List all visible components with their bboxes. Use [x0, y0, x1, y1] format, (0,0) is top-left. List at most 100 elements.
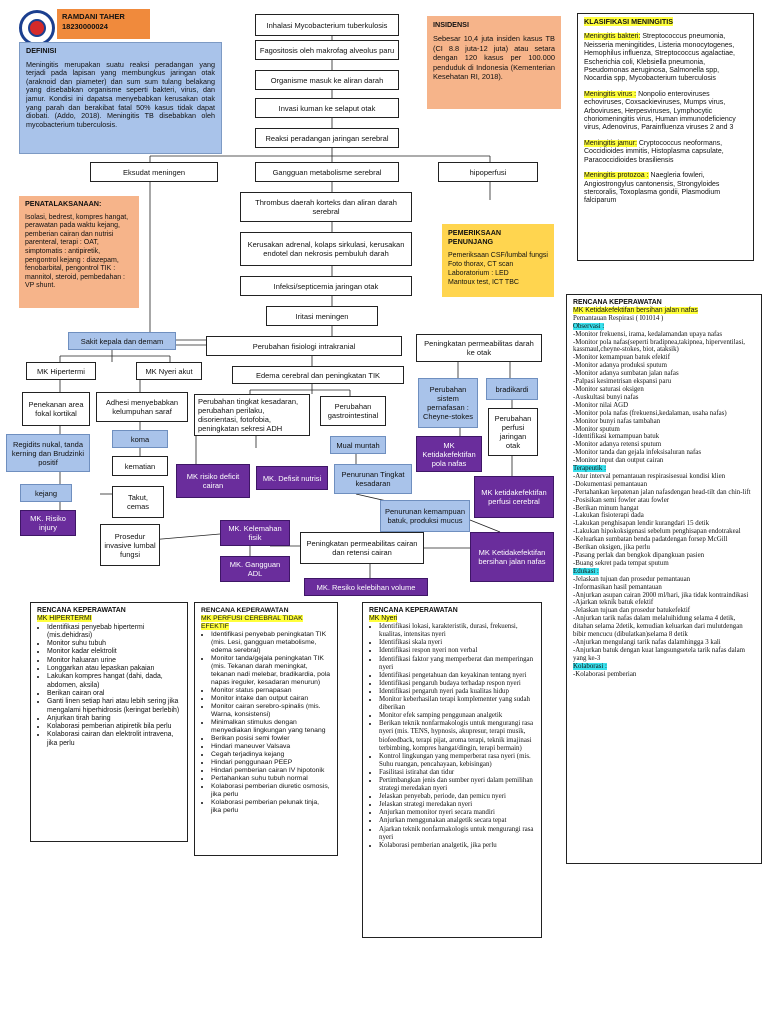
care-plan-item: -Dokumentasi pemantauan	[573, 480, 648, 488]
care-plan-item: -Monitor frekuensi, irama, kedalamandan …	[573, 330, 723, 338]
care-plan-item: Monitor keberhasilan terapi komplementer…	[379, 696, 535, 712]
flow-node-mk-defisit-nutrisi: MK. Defisit nutrisi	[256, 466, 328, 490]
care-plan-item: Monitor suhu tubuh	[47, 640, 181, 648]
care-plan-item: -Monitor nilai AGD	[573, 401, 629, 409]
flow-node-mk-hipertermi: MK Hipertermi	[26, 362, 96, 380]
flow-node-gastro: Perubahan gastrointestinal	[320, 396, 386, 426]
incidence-title: INSIDENSI	[433, 20, 469, 29]
care-plan-item: Minimalkan stimulus dengan menyediakan l…	[211, 719, 331, 735]
care-plan-item: Identifikasi penyebab hipertermi (mis.de…	[47, 624, 181, 641]
supporting-exam-title: PEMERIKSAAN PENUNJANG	[448, 228, 502, 246]
flow-node-mk-risiko-defisit-cairan: MK risiko deficit cairan	[176, 464, 250, 498]
flow-node-iritasi: Iritasi meningen	[266, 306, 378, 326]
flow-node-sakit-kepala: Sakit kepala dan demam	[68, 332, 176, 350]
classification-text: Nonpolio enteroviruses echoviruses, Coxs…	[584, 90, 736, 132]
care-plan-item: -Berikan oksigen, jika perlu	[573, 544, 650, 552]
flow-node-penurunan-batuk: Penurunan kemampuan batuk, produksi mucu…	[380, 500, 470, 532]
university-seal-icon	[19, 10, 55, 46]
care-plan-item: Berikan posisi semi fowler	[211, 735, 331, 743]
flow-node-kerusakan: Kerusakan adrenal, kolaps sirkulasi, ker…	[240, 232, 412, 266]
care-plan-airway-sub: Pemantauan Respirasi ( I01014 )	[573, 314, 664, 322]
flow-node-infeksi: Infeksi/septicemia jaringan otak	[240, 276, 412, 296]
care-plan-item: -Monitor pola nafas (frekuensi,kedalaman…	[573, 409, 727, 417]
flow-node-fagositosis: Fagositosis oleh makrofag alveolus paru	[255, 40, 399, 60]
care-plan-item: -Anjurkan mengulangi tarik nafas dalamhi…	[573, 638, 721, 646]
care-plan-section-heading: Kolaborasi :	[573, 662, 607, 670]
care-plan-item: -Auskultasi bunyi nafas	[573, 393, 639, 401]
care-plan-item: Identifikasi pengaruh nyeri pada kualita…	[379, 688, 535, 696]
care-plan-item: Jelaskan penyebab, periode, dan pemicu n…	[379, 793, 535, 801]
care-plan-item: Jelaskan strategi meredakan nyeri	[379, 801, 535, 809]
care-plan-item: Monitor tanda/gejala peningkatan TIK (mi…	[211, 655, 331, 687]
care-plan-item: -Pertahankan kepatenan jalan nafasdengan…	[573, 488, 751, 496]
classification-item: Meningitis jamur: Cryptococcus neoforman…	[584, 139, 747, 165]
care-plan-item: -Monitor input dan output cairan	[573, 457, 664, 465]
care-plan-item: -Keluarkan sumbatan benda padatdengan fo…	[573, 536, 728, 544]
flow-node-peningkatan-cairan: Peningkatan permeabilitas cairan dan ret…	[300, 532, 424, 564]
care-plan-item: Monitor cairan serebro-spinalis (mis. Wa…	[211, 703, 331, 719]
care-plan-airway-mk: MK Ketidakefektifan bersihan jalan nafas	[573, 306, 698, 314]
flow-node-regidits: Regidits nukal, tanda kerning dan Brudzi…	[6, 434, 90, 472]
classification-item: Meningitis protozoa : Naegleria fowleri,…	[584, 172, 747, 206]
care-plan-item: Anjurkan tirah baring	[47, 715, 181, 723]
care-plan-item: -Monitor kemampuan batuk efektif	[573, 354, 671, 362]
care-plan-item: Cegah terjadinya kejang	[211, 751, 331, 759]
care-plan-item: Identifikasi respon nyeri non verbal	[379, 647, 535, 655]
flow-node-eksudat: Eksudat meningen	[90, 162, 218, 182]
care-plan-item: Identifikasi faktor yang memperberat dan…	[379, 656, 535, 672]
care-plan-item: -Monitor adanya sumbatan jalan nafas	[573, 370, 679, 378]
classification-item: Meningitis bakteri: Streptococcus pneumo…	[584, 33, 747, 83]
care-plan-section-heading: Edukasi :	[573, 567, 599, 575]
flow-node-takut: Takut, cemas	[112, 486, 164, 518]
definition-text: Meningitis merupakan suatu reaksi perada…	[26, 59, 215, 129]
care-plan-item: -Buang sekret pada tempat sputum	[573, 559, 669, 567]
flow-node-mk-volume: MK. Resiko kelebihan volume	[304, 578, 428, 596]
classification-list: Meningitis bakteri: Streptococcus pneumo…	[584, 33, 747, 205]
care-plan-item: Identifikasi pengaruh budaya terhadap re…	[379, 680, 535, 688]
care-plan-item: Identifikasi penyebab peningkatan TIK (m…	[211, 631, 331, 655]
care-plan-perfusion: RENCANA KEPERAWATAN MK PERFUSI CEREBRAL …	[194, 602, 338, 856]
flow-node-invasi: Invasi kuman ke selaput otak	[255, 98, 399, 118]
student-name-badge: RAMDANI TAHER 18230000024	[57, 9, 150, 39]
care-plan-item: -Jelaskan tujuan dan prosedur pemantauan	[573, 575, 691, 583]
care-plan-item: -Identifikasi kemampuan batuk	[573, 433, 660, 441]
care-plan-item: Kolaborasi pemberian analgetik, jika per…	[379, 842, 535, 850]
care-plan-item: -Ajarkan teknik batuk efektif	[573, 599, 654, 607]
flow-node-gangguan-metabolisme: Gangguan metabolisme serebral	[255, 162, 399, 182]
care-plan-item: Pertimbangkan jenis dan sumber nyeri dal…	[379, 777, 535, 793]
student-name: RAMDANI TAHER	[62, 12, 125, 21]
care-plan-item: -Lakukan fisioterapi dada	[573, 512, 644, 520]
care-plan-hyperthermia-title: RENCANA KEPERAWATAN	[37, 607, 126, 614]
care-plan-item: -Anjurkan tarik nafas dalam melaluihidun…	[573, 615, 743, 639]
care-plan-item: Monitor haluaran urine	[47, 657, 181, 665]
flow-node-kejang: kejang	[20, 484, 72, 502]
flow-node-penekanan: Penekanan area fokal kortikal	[22, 392, 90, 426]
classification-text: Cryptococcus neoformans, Coccidioides im…	[584, 139, 724, 164]
flow-node-mk-perfusi: MK ketidakefektifan perfusi cerebral	[474, 476, 554, 518]
care-plan-item: Anjurkan menggunakan analgetik secara te…	[379, 817, 535, 825]
flow-node-mk-kelemahan: MK. Kelemahan fisik	[220, 520, 290, 546]
care-plan-item: -Monitor bunyi nafas tambahan	[573, 417, 661, 425]
care-plan-item: Fasilitasi istirahat dan tidur	[379, 769, 535, 777]
care-plan-item: -Lakukan penghisapan lendir kurangdari 1…	[573, 520, 710, 528]
care-plan-item: Kolaborasi cairan dan elektrolit intrave…	[47, 731, 181, 748]
care-plan-item: Monitor status pernapasan	[211, 687, 331, 695]
classification-text: Naegleria fowleri, Angiostrongylus canto…	[584, 172, 721, 205]
care-plan-item: -Monitor pola nafas(seperti bradipnea,ta…	[573, 338, 746, 354]
flow-node-kematian: kematian	[112, 456, 168, 476]
care-plan-item: Hindari penggunaan PEEP	[211, 759, 331, 767]
flow-node-reaksi: Reaksi peradangan jaringan serebral	[255, 128, 399, 148]
flow-node-permeabilitas: Peningkatan permeabilitas darah ke otak	[416, 334, 542, 362]
care-plan-airway-sections: Observasi :-Monitor frekuensi, irama, ke…	[573, 322, 755, 679]
flow-node-prosedur: Prosedur invasive lumbal fungsi	[100, 524, 160, 566]
care-plan-item: Pertahankan suhu tubuh normal	[211, 775, 331, 783]
care-plan-item: Identifikasi pengetahuan dan keyakinan t…	[379, 672, 535, 680]
flow-node-mk-adl: MK. Gangguan ADL	[220, 556, 290, 582]
care-plan-item: -Monitor sputum	[573, 425, 620, 433]
student-nim: 18230000024	[62, 22, 108, 31]
care-plan-item: -Palpasi kesimetrisan ekspansi paru	[573, 378, 672, 386]
flow-node-inhalasi: Inhalasi Mycobacterium tuberkulosis	[255, 14, 399, 36]
flow-node-mk-nyeri-akut: MK Nyeri akut	[136, 362, 202, 380]
classification-item: Meningitis virus : Nonpolio enteroviruse…	[584, 90, 747, 133]
